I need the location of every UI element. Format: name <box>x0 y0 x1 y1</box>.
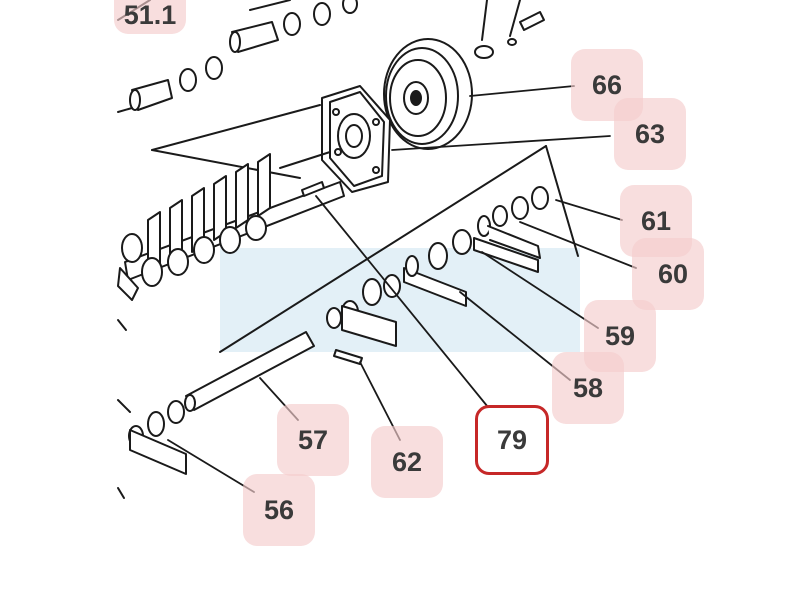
callout-58[interactable]: 58 <box>552 352 624 424</box>
pin-part <box>333 349 363 365</box>
callout-60[interactable]: 60 <box>632 238 704 310</box>
callout-79[interactable]: 79 <box>475 405 549 475</box>
bearing-flange-part <box>321 85 391 193</box>
callout-57-label: 57 <box>297 424 329 455</box>
callout-51-1-label: 51.1 <box>123 0 177 30</box>
callout-61-label: 61 <box>640 205 672 236</box>
key-part <box>301 181 325 197</box>
callout-56[interactable]: 56 <box>243 474 315 546</box>
callout-79-label: 79 <box>496 424 528 455</box>
callout-56-label: 56 <box>263 494 295 525</box>
pulley-part <box>383 38 473 150</box>
callout-63-label: 63 <box>634 118 666 149</box>
lower-shaft-part <box>184 331 315 412</box>
callout-59-label: 59 <box>604 320 636 351</box>
callout-51-1[interactable]: 51.1 <box>114 0 186 34</box>
callout-62-label: 62 <box>391 446 423 477</box>
leader-lines <box>167 85 637 493</box>
callout-63[interactable]: 63 <box>614 98 686 170</box>
callout-57[interactable]: 57 <box>277 404 349 476</box>
bottom-left-parts <box>117 399 187 499</box>
callout-60-label: 60 <box>657 258 689 289</box>
callout-66-label: 66 <box>591 69 623 100</box>
top-bolt-assembly <box>474 0 545 59</box>
callout-62[interactable]: 62 <box>371 426 443 498</box>
callout-58-label: 58 <box>572 372 604 403</box>
lower-parts-chain <box>326 186 549 347</box>
rotor-assembly <box>117 151 345 331</box>
